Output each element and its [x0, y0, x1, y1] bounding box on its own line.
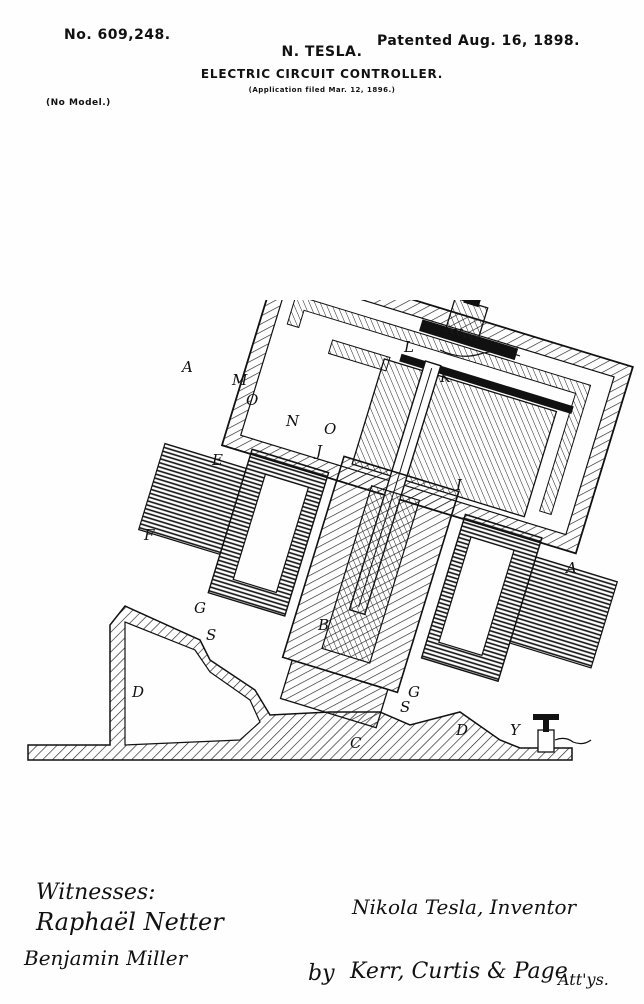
- label-e: E: [211, 451, 223, 469]
- attorney-prefix: by: [308, 961, 335, 986]
- label-a-top: A: [180, 358, 193, 376]
- inventor-signature: Nikola Tesla, Inventor: [352, 895, 577, 919]
- patent-number: No. 609,248.: [64, 27, 171, 43]
- conductor-wire: [439, 349, 521, 357]
- label-s-left: S: [206, 626, 216, 644]
- model-note: (No Model.): [46, 98, 111, 108]
- label-g-right: G: [408, 683, 420, 701]
- rotating-assembly: [137, 300, 634, 729]
- label-s-right: S: [400, 698, 410, 716]
- label-o-right: O: [324, 420, 336, 438]
- label-n: N: [285, 412, 300, 430]
- label-i: I: [455, 476, 463, 494]
- label-d-right: D: [455, 721, 468, 739]
- label-f: F: [143, 526, 155, 544]
- witness-signature-2: Benjamin Miller: [23, 946, 189, 970]
- attorney-signature: Kerr, Curtis & Page: [349, 959, 568, 984]
- inventor-name: N. TESLA.: [281, 44, 363, 60]
- label-j: J: [313, 442, 323, 460]
- label-a-right: A: [564, 559, 577, 577]
- label-x: X: [451, 326, 464, 344]
- witness-signature-1: Raphaël Netter: [35, 908, 225, 936]
- label-c: C: [350, 734, 362, 752]
- terminal-post: [533, 714, 592, 753]
- label-m: M: [231, 371, 248, 389]
- reference-labels: X L K A M O N O J I E F A G S B D G S D …: [131, 326, 577, 752]
- patent-drawing: X L K A M O N O J I E F A G S B D G S D …: [27, 300, 634, 761]
- signatures: Raphaël Netter Benjamin Miller by Kerr, …: [23, 908, 609, 989]
- label-k: K: [439, 368, 452, 386]
- application-date: (Application filed Mar. 12, 1896.): [248, 86, 396, 94]
- label-o-left: O: [246, 391, 258, 409]
- attorney-suffix: Att'ys.: [556, 970, 609, 989]
- label-l: L: [403, 338, 414, 356]
- patent-title: ELECTRIC CIRCUIT CONTROLLER.: [200, 67, 444, 81]
- label-y: Y: [510, 721, 522, 739]
- label-d-left: D: [131, 683, 144, 701]
- label-g-left: G: [194, 599, 206, 617]
- witnesses-label: Witnesses:: [36, 880, 156, 905]
- label-b: B: [317, 616, 329, 634]
- patent-date: Patented Aug. 16, 1898.: [376, 33, 580, 49]
